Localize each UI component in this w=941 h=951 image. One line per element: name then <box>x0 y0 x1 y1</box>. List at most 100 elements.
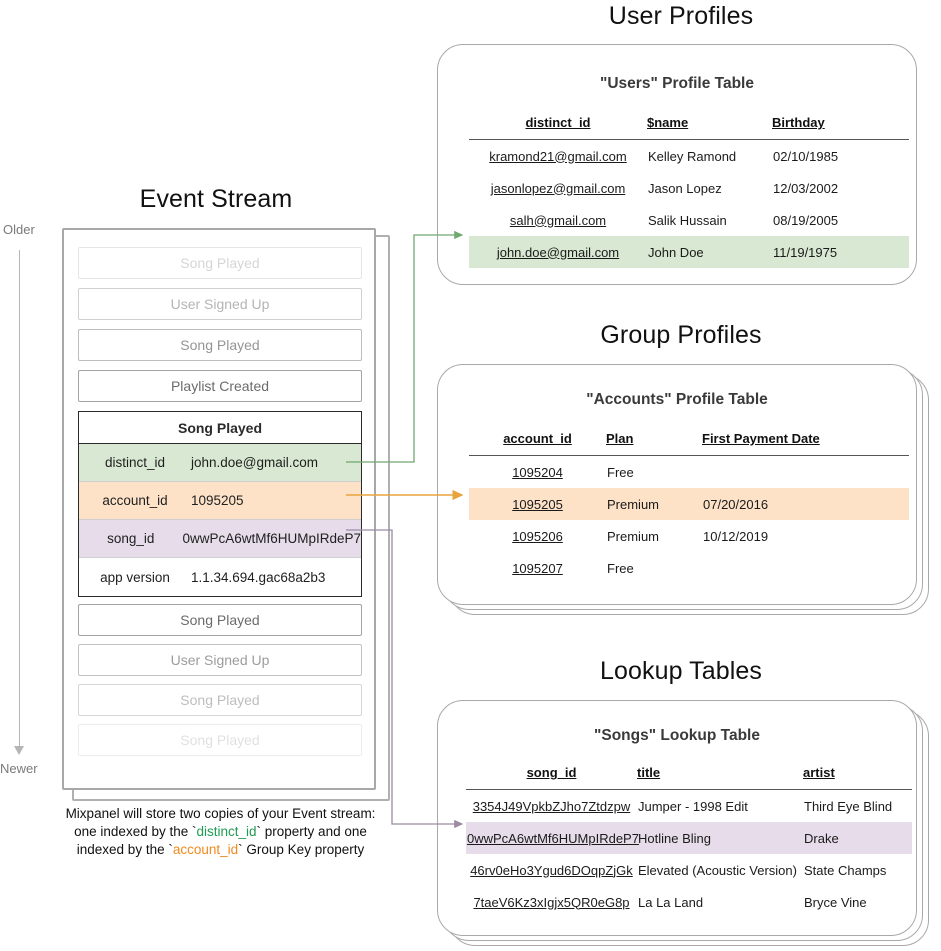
cell-song-id: 0wwPcA6wtMf6HUMpIRdeP7 <box>467 830 639 846</box>
accounts-profile-card: "Accounts" Profile Table account_id Plan… <box>437 364 917 605</box>
cell-birthday: 12/03/2002 <box>773 180 839 196</box>
table-row[interactable]: kramond21@gmail.com Kelley Ramond 02/10/… <box>469 140 909 173</box>
event-row[interactable]: User Signed Up <box>78 644 362 676</box>
property-value: 1095205 <box>191 493 244 508</box>
cell-account-id: 1095205 <box>512 496 563 512</box>
property-value: john.doe@gmail.com <box>191 455 319 470</box>
timeline-axis <box>19 250 20 750</box>
cell-song-id: 7taeV6Kz3xIgjx5QR0eG8p <box>473 894 630 910</box>
table-row[interactable]: 1095204 Free <box>469 456 909 489</box>
table-header-row: distinct_id $name Birthday <box>469 115 909 140</box>
cell-distinct-id: salh@gmail.com <box>509 212 607 228</box>
users-table-title: "Users" Profile Table <box>600 75 754 92</box>
event-property-app-version: app version 1.1.34.694.gac68a2b3 <box>79 558 361 596</box>
cell-account-id: 1095207 <box>512 560 563 576</box>
caption-line-2: one indexed by the `distinct_id` propert… <box>74 824 367 839</box>
column-header-plan: Plan <box>606 431 634 446</box>
cell-account-id: 1095204 <box>512 464 563 480</box>
songs-lookup-card: "Songs" Lookup Table song_id title artis… <box>437 700 917 936</box>
caption-token-account-id: account_id <box>172 842 239 857</box>
column-header-name: $name <box>647 115 689 130</box>
cell-birthday: 08/19/2005 <box>773 212 839 228</box>
cell-artist: Drake <box>803 822 912 854</box>
lookup-tables-title: Lookup Tables <box>599 657 763 685</box>
caption-line-2-prefix: one indexed by the <box>74 824 192 839</box>
table-row[interactable]: jasonlopez@gmail.com Jason Lopez 12/03/2… <box>469 172 909 204</box>
cell-name: Kelley Ramond <box>648 148 737 164</box>
table-row-highlighted[interactable]: 0wwPcA6wtMf6HUMpIRdeP7 Hotline Bling Dra… <box>466 822 912 854</box>
group-profiles-title: Group Profiles <box>600 321 762 349</box>
songs-table-title: "Songs" Lookup Table <box>594 727 760 744</box>
event-row[interactable]: Song Played <box>78 684 362 716</box>
event-label: User Signed Up <box>170 296 270 312</box>
cell-artist: Third Eye Blind <box>804 798 893 814</box>
table-row[interactable]: 3354J49VpkbZJho7Ztdzpw Jumper - 1998 Edi… <box>466 790 912 823</box>
event-row[interactable]: User Signed Up <box>78 288 362 320</box>
table-header-row: song_id title artist <box>466 765 912 790</box>
cell-distinct-id: kramond21@gmail.com <box>489 148 627 164</box>
column-header-birthday: Birthday <box>772 115 825 130</box>
cell-plan: Premium <box>607 528 660 544</box>
accounts-table-title: "Accounts" Profile Table <box>586 391 768 408</box>
selected-event-card[interactable]: Song Played distinct_id john.doe@gmail.c… <box>78 411 362 597</box>
table-row[interactable]: 46rv0eHo3Ygud6DOqpZjGk Elevated (Acousti… <box>466 854 912 886</box>
cell-title: Jumper - 1998 Edit <box>638 798 748 814</box>
event-stream-card-front: Song Played User Signed Up Song Played P… <box>62 228 376 790</box>
cell-first-payment-date <box>702 456 909 489</box>
event-row[interactable]: Song Played <box>78 724 362 756</box>
property-key: account_id <box>102 493 168 508</box>
table-row[interactable]: salh@gmail.com Salik Hussain 08/19/2005 <box>469 204 909 236</box>
cell-artist: State Champs <box>804 862 887 878</box>
column-header-song-id: song_id <box>526 765 577 780</box>
table-row-highlighted[interactable]: 1095205 Premium 07/20/2016 <box>469 488 909 520</box>
cell-distinct-id: john.doe@gmail.com <box>496 244 620 260</box>
timeline-newer-label: Newer <box>0 761 38 776</box>
cell-plan: Free <box>607 464 634 480</box>
cell-account-id: 1095206 <box>512 528 563 544</box>
column-header-distinct-id: distinct_id <box>525 115 591 130</box>
table-row[interactable]: 1095207 Free <box>469 552 909 584</box>
event-row[interactable]: Song Played <box>78 329 362 361</box>
column-header-title: title <box>637 765 661 780</box>
event-property-distinct-id: distinct_id john.doe@gmail.com <box>79 444 361 482</box>
table-row-highlighted[interactable]: john.doe@gmail.com John Doe 11/19/1975 <box>469 236 909 268</box>
table-row[interactable]: 7taeV6Kz3xIgjx5QR0eG8p La La Land Bryce … <box>466 886 912 918</box>
timeline-older-label: Older <box>3 222 35 237</box>
cell-song-id: 3354J49VpkbZJho7Ztdzpw <box>472 798 631 814</box>
cell-first-payment-date <box>702 552 909 584</box>
event-stream-title: Event Stream <box>139 185 293 213</box>
diagram-caption: Mixpanel will store two copies of your E… <box>38 805 403 859</box>
cell-name: Jason Lopez <box>648 180 722 196</box>
property-key: app version <box>100 569 170 585</box>
event-row[interactable]: Song Played <box>78 247 362 279</box>
caption-token-distinct-id: distinct_id <box>196 824 257 839</box>
event-label: Song Played <box>180 255 260 271</box>
table-row[interactable]: 1095206 Premium 10/12/2019 <box>469 520 909 552</box>
cell-name: Salik Hussain <box>648 212 727 228</box>
event-label: Song Played <box>180 337 260 353</box>
event-label: Playlist Created <box>170 378 270 394</box>
cell-first-payment-date: 07/20/2016 <box>702 488 909 520</box>
caption-line-3: indexed by the `account_id` Group Key pr… <box>76 842 365 857</box>
cell-song-id: 46rv0eHo3Ygud6DOqpZjGk <box>470 862 633 878</box>
cell-artist: Bryce Vine <box>804 894 867 910</box>
property-key: distinct_id <box>104 455 166 470</box>
users-table: distinct_id $name Birthday kramond21@gma… <box>469 115 909 268</box>
caption-line-2-suffix: property and one <box>261 824 367 839</box>
table-header-row: account_id Plan First Payment Date <box>469 431 909 456</box>
caption-line-1: Mixpanel will store two copies of your E… <box>65 806 376 821</box>
event-row[interactable]: Song Played <box>78 604 362 636</box>
cell-birthday: 02/10/1985 <box>773 148 839 164</box>
user-profiles-title: User Profiles <box>608 2 754 30</box>
property-value: 0wwPcA6wtMf6HUMpIRdeP7 <box>182 531 361 546</box>
property-key: song_id <box>107 531 155 546</box>
column-header-first-payment-date: First Payment Date <box>702 431 820 446</box>
event-property-song-id: song_id 0wwPcA6wtMf6HUMpIRdeP7 <box>79 520 361 558</box>
accounts-table: account_id Plan First Payment Date 10952… <box>469 431 909 584</box>
cell-birthday: 11/19/1975 <box>772 236 909 268</box>
songs-table: song_id title artist 3354J49VpkbZJho7Ztd… <box>466 765 912 918</box>
cell-title: Elevated (Acoustic Version) <box>638 862 797 878</box>
cell-plan: Premium <box>606 488 702 520</box>
caption-line-3-suffix: Group Key property <box>242 842 365 857</box>
event-row[interactable]: Playlist Created <box>78 370 362 402</box>
